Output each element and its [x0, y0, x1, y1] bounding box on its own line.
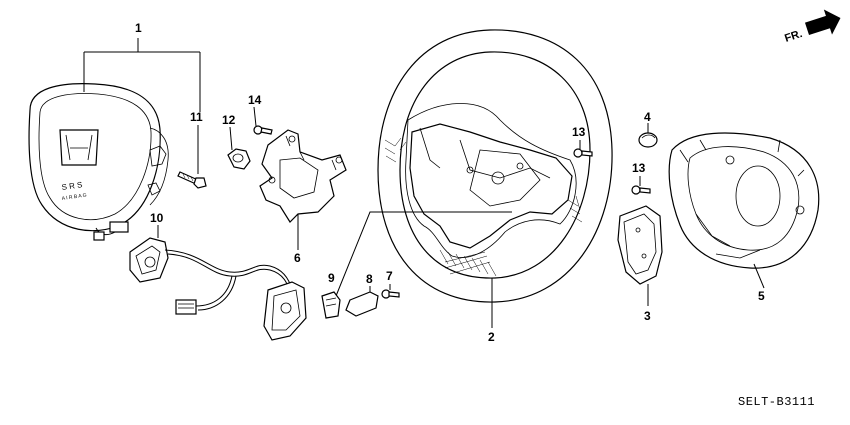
callout-1-bracket: [83, 38, 201, 112]
callout-3: 3: [644, 309, 651, 323]
callout-11: 11: [190, 110, 203, 124]
rear-cover-5: [668, 132, 820, 289]
callout-5: 5: [758, 289, 765, 303]
steering-wheel: [335, 29, 613, 328]
callout-7: 7: [386, 269, 393, 283]
callout-9: 9: [328, 271, 335, 285]
switch-harness-10: [129, 225, 307, 341]
bracket-6: [259, 129, 347, 250]
cover-8: [345, 286, 379, 317]
callout-12: 12: [222, 113, 236, 127]
screw-14: [253, 106, 273, 135]
clip-9: [321, 291, 341, 319]
callout-4: 4: [644, 110, 651, 124]
cover-3: [617, 205, 663, 306]
callout-10: 10: [150, 211, 164, 225]
airbag-module: S R S A I R B A G: [28, 83, 169, 232]
cap-4: [638, 123, 658, 148]
nut-12: [227, 126, 251, 170]
callout-8: 8: [366, 272, 373, 286]
airbag-connector: [93, 221, 129, 241]
screw-7: [381, 284, 400, 299]
callout-6: 6: [294, 251, 301, 265]
callout-13-upper: 13: [572, 125, 586, 139]
airbag-emblem-line1: S R S: [61, 180, 83, 192]
front-direction-arrow-icon: [804, 9, 841, 36]
callout-14: 14: [248, 93, 262, 107]
callout-1: 1: [135, 21, 142, 35]
callout-13-lower: 13: [632, 161, 646, 175]
reference-code: SELT-B3111: [738, 395, 815, 409]
screw-13-upper: [573, 140, 593, 158]
honda-logo-icon: [59, 129, 99, 166]
screw-13-lower: [631, 176, 651, 195]
front-direction-label: FR.: [783, 28, 804, 45]
bolt-11: [177, 125, 207, 189]
callout-2: 2: [488, 330, 495, 344]
airbag-emblem-line2: A I R B A G: [61, 193, 87, 202]
